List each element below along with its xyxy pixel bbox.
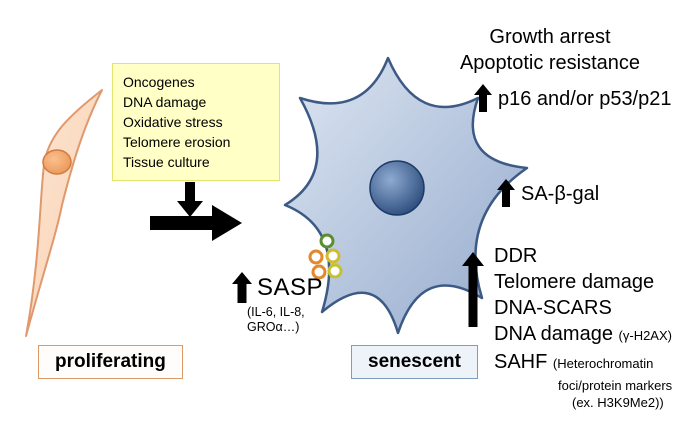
stressor-item: DNA damage [123,94,207,110]
senescent-label: senescent [351,345,478,379]
up-arrow-p16-icon [474,84,492,112]
stressor-item: Oxidative stress [123,114,223,130]
dna-damage-line: DNA damage (γ-H2AX) [494,321,672,349]
proliferating-label: proliferating [38,345,183,379]
sahf-note-line1: (Heterochromatin [552,356,654,371]
stressor-item: Tissue culture [123,154,210,170]
up-arrow-ddr-icon [462,252,484,327]
proliferating-nucleus [42,149,72,175]
sasp-factors: (IL-6, IL-8, GROα…) [247,305,305,335]
dna-damage-text: DNA damage [494,323,613,345]
stressor-box: Oncogenes DNA damage Oxidative stress Te… [112,63,280,181]
sahf-line: SAHF (Heterochromatin [494,349,672,377]
sahf-note-line3: (ex. H3K9Me2)) [572,395,664,410]
telomere-damage-text: Telomere damage [494,271,655,293]
dna-scars-text: DNA-SCARS [494,297,612,319]
dna-damage-note: (γ-H2AX) [618,328,672,343]
stressor-item: Telomere erosion [123,134,231,150]
senescent-nucleus [369,160,425,216]
sasp-dot [325,248,341,264]
sasp-factors-line1: (IL-6, IL-8, [247,305,305,319]
sahf-text: SAHF [494,351,548,373]
right-arrow [150,205,242,241]
growth-arrest-text: Growth arrest [489,26,611,48]
sasp-factors-line2: GROα…) [247,320,300,334]
apoptotic-resistance-text: Apoptotic resistance [459,52,641,74]
proliferating-cell [25,89,103,337]
sasp-dots [308,233,343,280]
sasp-dot [319,233,335,249]
p16-text: p16 and/or p53/p21 [498,88,672,110]
up-arrow-sabgal-icon [497,179,515,207]
sasp-dot [308,249,324,265]
ddr-text: DDR [494,245,538,267]
up-arrow-sasp-icon [232,272,252,303]
sasp-title: SASP [257,274,324,301]
sa-b-gal-text: SA-β-gal [521,183,600,205]
marker-list: DDR Telomere damage DNA-SCARS DNA damage… [494,243,672,411]
down-arrow [177,182,203,217]
sahf-note-line2: foci/protein markers [558,378,673,393]
sasp-dot [311,264,327,280]
sasp-dot [327,263,343,279]
outcomes-block: Growth arrest Apoptotic resistance [425,24,675,76]
stressor-item: Oncogenes [123,74,195,90]
